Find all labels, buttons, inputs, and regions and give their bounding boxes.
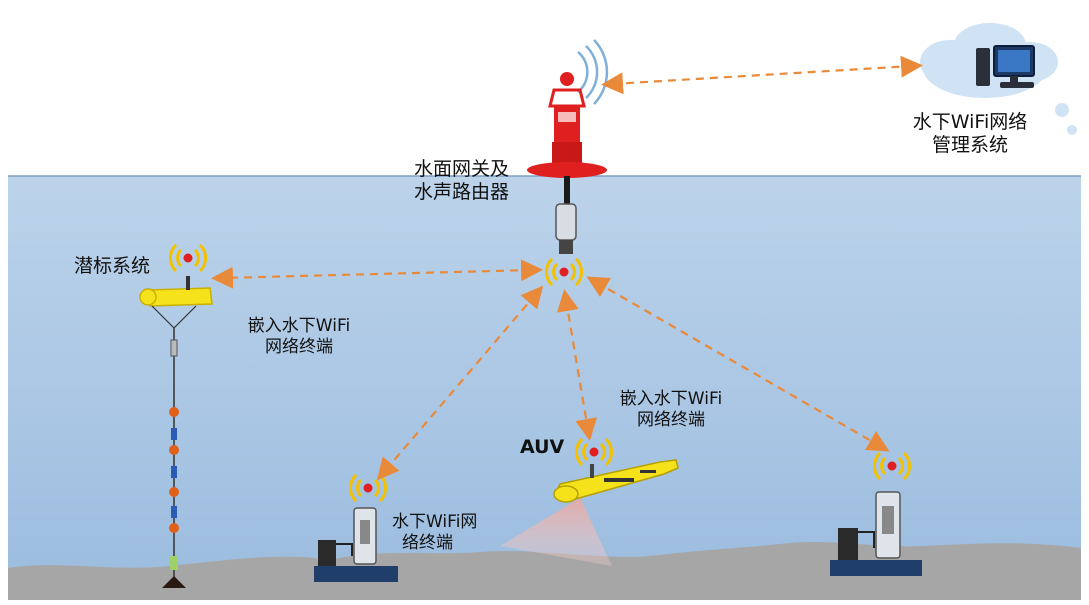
link-gateway-auv	[556, 289, 598, 441]
gateway-device	[555, 203, 577, 254]
auv-title: AUV	[520, 436, 565, 458]
auv-terminal-line1: 嵌入水下WiFi	[619, 389, 723, 409]
mooring-terminal-line2: 网络终端	[265, 337, 333, 357]
link-gateway-mooring	[211, 259, 543, 289]
seabed-node-label: 水下WiFi网 络终端	[392, 512, 477, 554]
node-icon	[830, 491, 922, 576]
computer-icon	[976, 45, 1035, 88]
mooring-terminal-label: 嵌入水下WiFi 网络终端	[236, 316, 362, 358]
seabed-node-line1: 水下WiFi网	[392, 512, 478, 532]
link-buoy-management	[601, 55, 923, 95]
gateway-label: 水面网关及 水声路由器	[414, 158, 509, 204]
sonar-beam	[500, 498, 612, 566]
mooring-icon	[139, 276, 213, 588]
management-label-line1: 水下WiFi网络	[912, 111, 1028, 133]
seabed	[8, 542, 1081, 600]
link-gateway-node-right	[586, 276, 890, 452]
auv-terminal-line2: 网络终端	[637, 410, 705, 430]
link-gateway-node-left	[376, 285, 544, 481]
management-label-line2: 管理系统	[931, 134, 1008, 156]
mooring-terminal-line1: 嵌入水下WiFi	[247, 316, 351, 336]
gateway-label-line1: 水面网关及	[414, 158, 510, 180]
gateway-label-line2: 水声路由器	[414, 181, 510, 203]
seabed-node-line2: 络终端	[402, 533, 453, 553]
management-label: 水下WiFi网络 管理系统	[890, 111, 1050, 157]
auv-icon	[553, 459, 679, 503]
node-icon	[314, 507, 398, 582]
auv-terminal-label: 嵌入水下WiFi 网络终端	[608, 389, 734, 431]
mooring-title: 潜标系统	[74, 255, 151, 277]
